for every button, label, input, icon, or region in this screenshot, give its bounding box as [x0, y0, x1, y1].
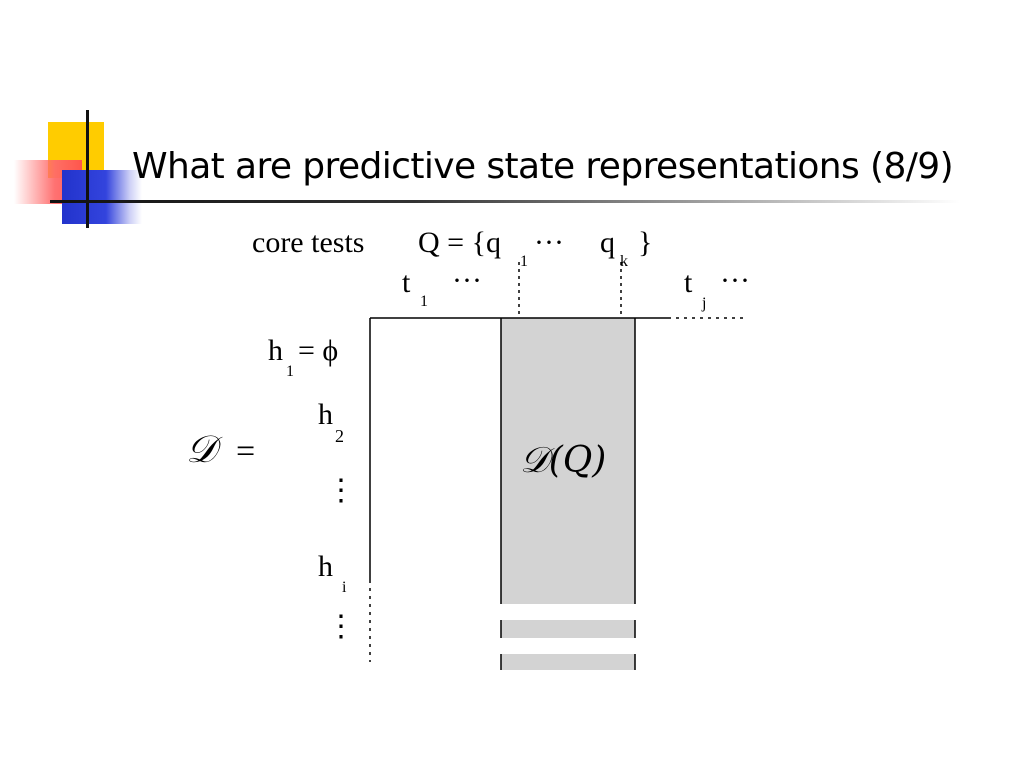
- h1-equals-empty: = ϕ: [298, 334, 338, 367]
- row-vdots-1: ⋮: [326, 474, 356, 507]
- core-tests-label: core tests: [252, 226, 364, 259]
- tj-subscript: j: [701, 295, 706, 312]
- qk-label: q: [600, 226, 615, 259]
- h2-subscript: 2: [335, 426, 344, 446]
- t1-label: t: [402, 266, 411, 299]
- h2-label: h: [318, 398, 333, 431]
- decor-blue-bar: [62, 170, 142, 224]
- tj-dots: ···: [720, 264, 750, 297]
- t-dots: ···: [452, 264, 482, 297]
- title-underline: [50, 200, 960, 203]
- slide-title: What are predictive state representation…: [132, 146, 954, 187]
- q-dots: ···: [534, 226, 564, 259]
- dq-strip-1: [501, 620, 635, 638]
- decor-vertical-line: [86, 110, 89, 228]
- tj-label: t: [684, 266, 693, 299]
- dq-shaded-block: [501, 318, 635, 604]
- q-set-open: Q = {q: [418, 226, 501, 259]
- dq-label: 𝒟(Q): [520, 440, 606, 481]
- q1-subscript: 1: [520, 253, 528, 270]
- qk-subscript: k: [620, 253, 628, 270]
- t1-subscript: 1: [420, 293, 428, 310]
- h1-subscript: 1: [286, 363, 294, 380]
- dq-strip-2: [501, 654, 635, 670]
- hi-subscript: i: [342, 579, 347, 596]
- q-set-close: }: [638, 226, 652, 259]
- d-matrix-symbol: 𝒟: [186, 427, 223, 471]
- hi-label: h: [318, 550, 333, 583]
- d-equals-sign: =: [236, 433, 255, 470]
- h1-label: h: [268, 334, 283, 367]
- row-vdots-2: ⋮: [326, 610, 356, 643]
